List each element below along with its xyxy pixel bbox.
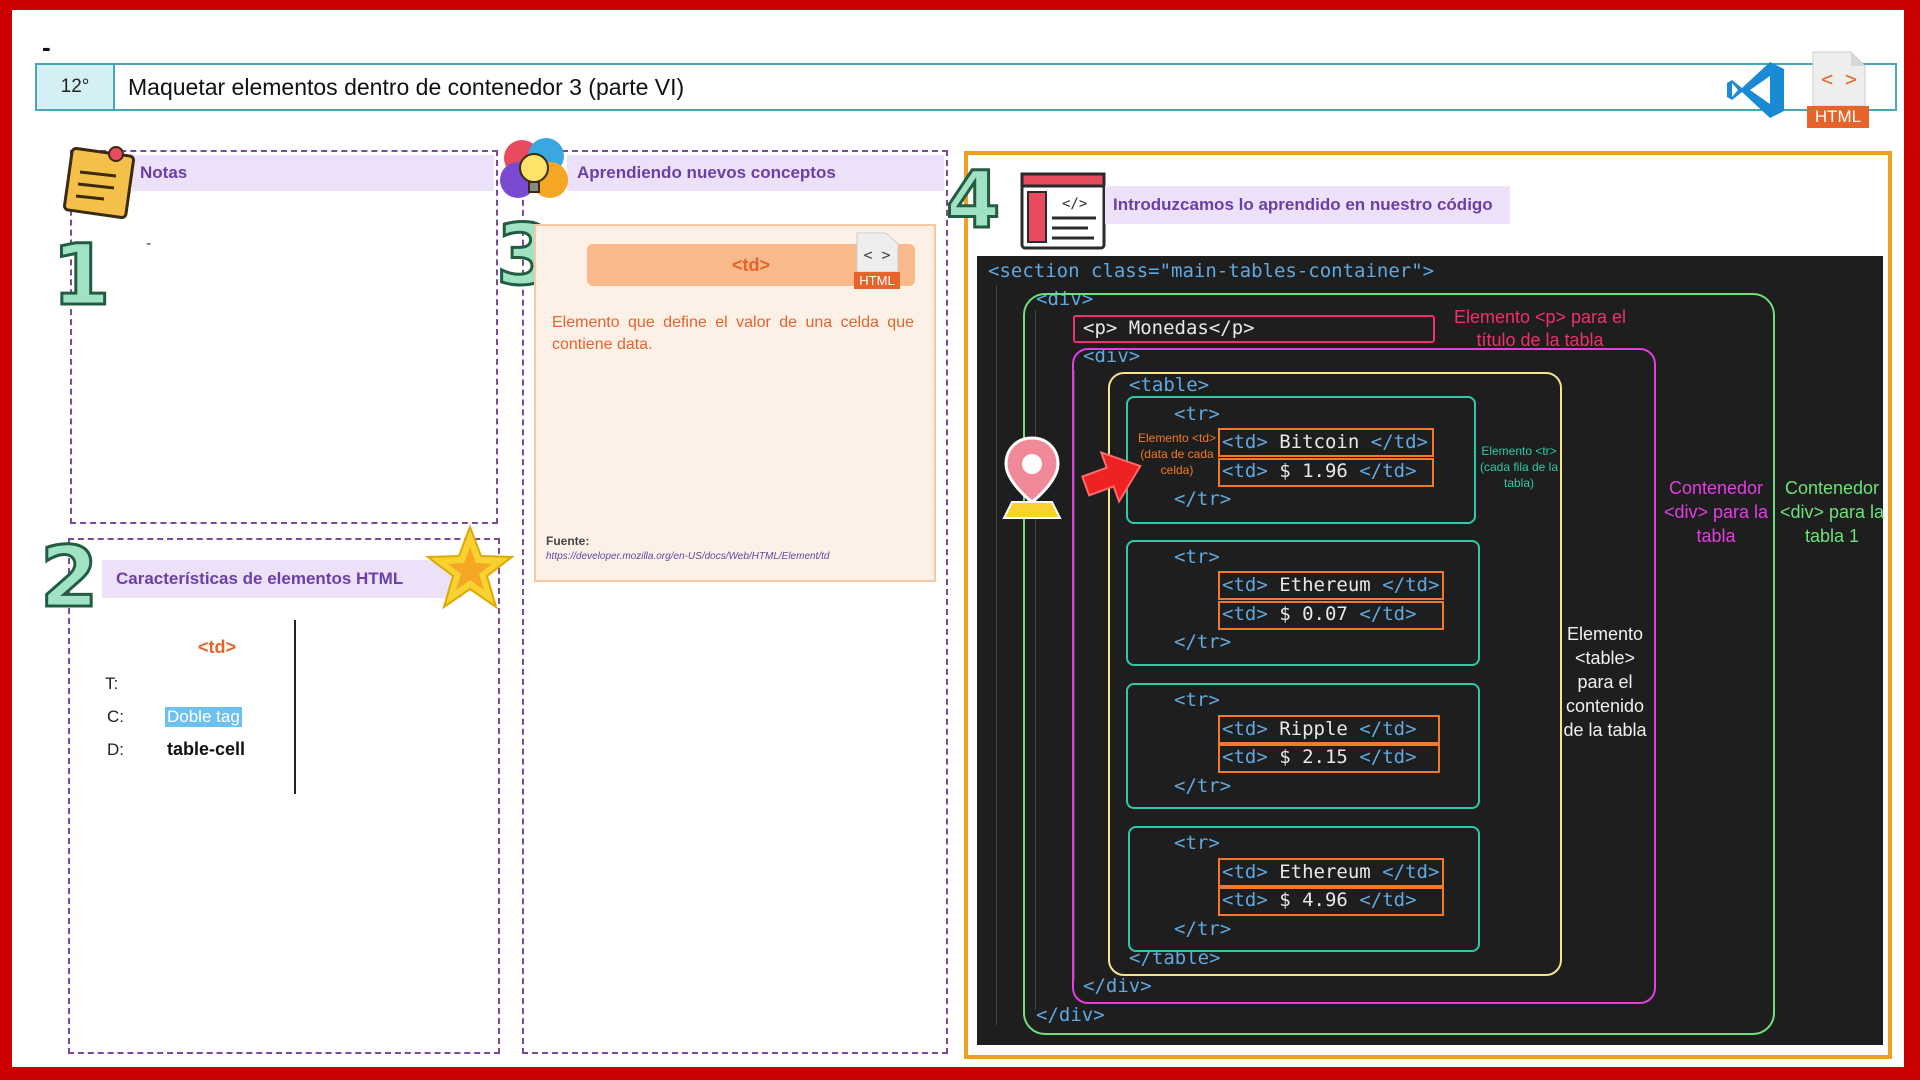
notes-text: - xyxy=(146,235,152,252)
star-icon xyxy=(425,524,515,610)
concept-description: Elemento que define el valor de una celd… xyxy=(552,314,914,353)
class-number: 12° xyxy=(37,65,115,109)
feature-key-c: C: xyxy=(107,707,124,726)
code-table-open: <table> xyxy=(1129,374,1210,396)
code-td-price: <td> $ 2.15 </td> xyxy=(1222,746,1417,768)
code-tr-open: <tr> xyxy=(1174,832,1220,854)
code-td-name: <td> Bitcoin </td> xyxy=(1222,431,1428,453)
code-td-price: <td> $ 4.96 </td> xyxy=(1222,889,1417,911)
code-panel xyxy=(964,151,1892,1059)
code-section-open: <section class="main-tables-container"> xyxy=(988,260,1435,282)
code-window-icon: </> xyxy=(1020,172,1106,250)
lightbulb-brain-icon xyxy=(500,138,568,198)
concept-html-icon: < > HTML xyxy=(854,232,900,290)
feature-value-d: table-cell xyxy=(167,739,246,759)
code-table-close: </table> xyxy=(1129,947,1221,969)
feature-divider xyxy=(294,620,296,794)
header-dash: - xyxy=(42,32,51,62)
code-p-line: <p> Monedas</p> xyxy=(1083,317,1255,339)
location-pin-icon xyxy=(1002,436,1062,519)
svg-text:< >: < > xyxy=(863,246,890,264)
indent-guide xyxy=(996,285,997,1025)
step-number-2: 2 xyxy=(38,527,99,628)
svg-text:< >: < > xyxy=(1821,67,1857,91)
html-badge: HTML xyxy=(1807,106,1869,128)
td-box xyxy=(1218,458,1434,487)
code-tr-close: </tr> xyxy=(1174,488,1232,510)
code-td-name: <td> Ethereum </td> xyxy=(1222,574,1440,596)
concept-html-badge: HTML xyxy=(854,272,900,289)
concepts-panel xyxy=(522,150,948,1054)
code-tr-close: </tr> xyxy=(1174,775,1232,797)
notes-title: Notas xyxy=(132,155,494,191)
slide-page: - 12° Maquetar elementos dentro de conte… xyxy=(12,10,1904,1067)
td-box xyxy=(1218,428,1434,457)
code-inner-div-close: </div> xyxy=(1083,975,1152,997)
code-td-name: <td> Ripple </td> xyxy=(1222,718,1417,740)
code-div-close: </div> xyxy=(1036,1004,1105,1026)
header-bar: 12° Maquetar elementos dentro de contene… xyxy=(35,63,1897,111)
indent-guide xyxy=(1035,310,1036,1010)
feature-key-t: T: xyxy=(105,674,119,693)
indent-guide xyxy=(1074,370,1075,980)
outer-div-annotation: Contenedor <div> para la tabla 1 xyxy=(1779,478,1885,546)
code-td-price: <td> $ 1.96 </td> xyxy=(1222,460,1417,482)
outer-div-box xyxy=(1023,293,1775,1035)
concepts-title: Aprendiendo nuevos conceptos xyxy=(567,155,944,191)
source-link[interactable]: https://developer.mozilla.org/en-US/docs… xyxy=(546,551,830,562)
table-box xyxy=(1108,372,1562,976)
tr-box xyxy=(1126,683,1480,809)
td-box xyxy=(1218,858,1444,887)
feature-value-c: Doble tag xyxy=(165,707,242,727)
tr-box xyxy=(1126,540,1480,666)
td-box xyxy=(1218,715,1440,744)
inner-div-box xyxy=(1072,348,1656,1004)
tr-box xyxy=(1128,826,1480,952)
td-annotation: Elemento <td> (data de cada celda) xyxy=(1137,431,1217,477)
code-tr-open: <tr> xyxy=(1174,403,1220,425)
td-box xyxy=(1218,571,1444,600)
arrow-right-icon xyxy=(1081,450,1142,504)
table-annotation: Elemento <table> para el contenido de la… xyxy=(1563,624,1647,740)
svg-text:</>: </> xyxy=(1062,196,1087,212)
feature-element: <td> xyxy=(198,637,237,657)
tr-annotation: Elemento <tr> (cada fila de la tabla) xyxy=(1479,444,1559,490)
sticky-note-icon xyxy=(63,146,135,219)
code-tr-open: <tr> xyxy=(1174,689,1220,711)
source-label: Fuente: xyxy=(546,534,590,548)
inner-div-annotation: Contenedor <div> para la tabla xyxy=(1663,478,1769,546)
page-title: Maquetar elementos dentro de contenedor … xyxy=(128,74,685,100)
notes-panel xyxy=(70,150,498,524)
step-number-1: 1 xyxy=(50,225,111,326)
code-td-price: <td> $ 0.07 </td> xyxy=(1222,603,1417,625)
step-number-4: 4 xyxy=(944,155,1001,248)
code-inner-div-open: <div> xyxy=(1083,345,1141,367)
code-td-name: <td> Ethereum </td> xyxy=(1222,861,1440,883)
p-box xyxy=(1073,315,1435,343)
vscode-icon xyxy=(1727,62,1784,118)
code-tr-open: <tr> xyxy=(1174,546,1220,568)
code-tr-close: </tr> xyxy=(1174,918,1232,940)
features-title: Características de elementos HTML xyxy=(102,560,462,598)
code-panel-title: Introduzcamos lo aprendido en nuestro có… xyxy=(1105,186,1510,224)
features-panel xyxy=(68,538,500,1054)
code-tr-close: </tr> xyxy=(1174,631,1232,653)
html-file-icon: < > HTML xyxy=(1807,50,1869,130)
tr-box xyxy=(1126,396,1476,524)
td-box xyxy=(1218,887,1444,916)
td-box xyxy=(1218,744,1440,773)
td-box xyxy=(1218,601,1444,630)
feature-key-d: D: xyxy=(107,740,124,759)
p-annotation: Elemento <p> para el título de la tabla xyxy=(1453,307,1627,350)
